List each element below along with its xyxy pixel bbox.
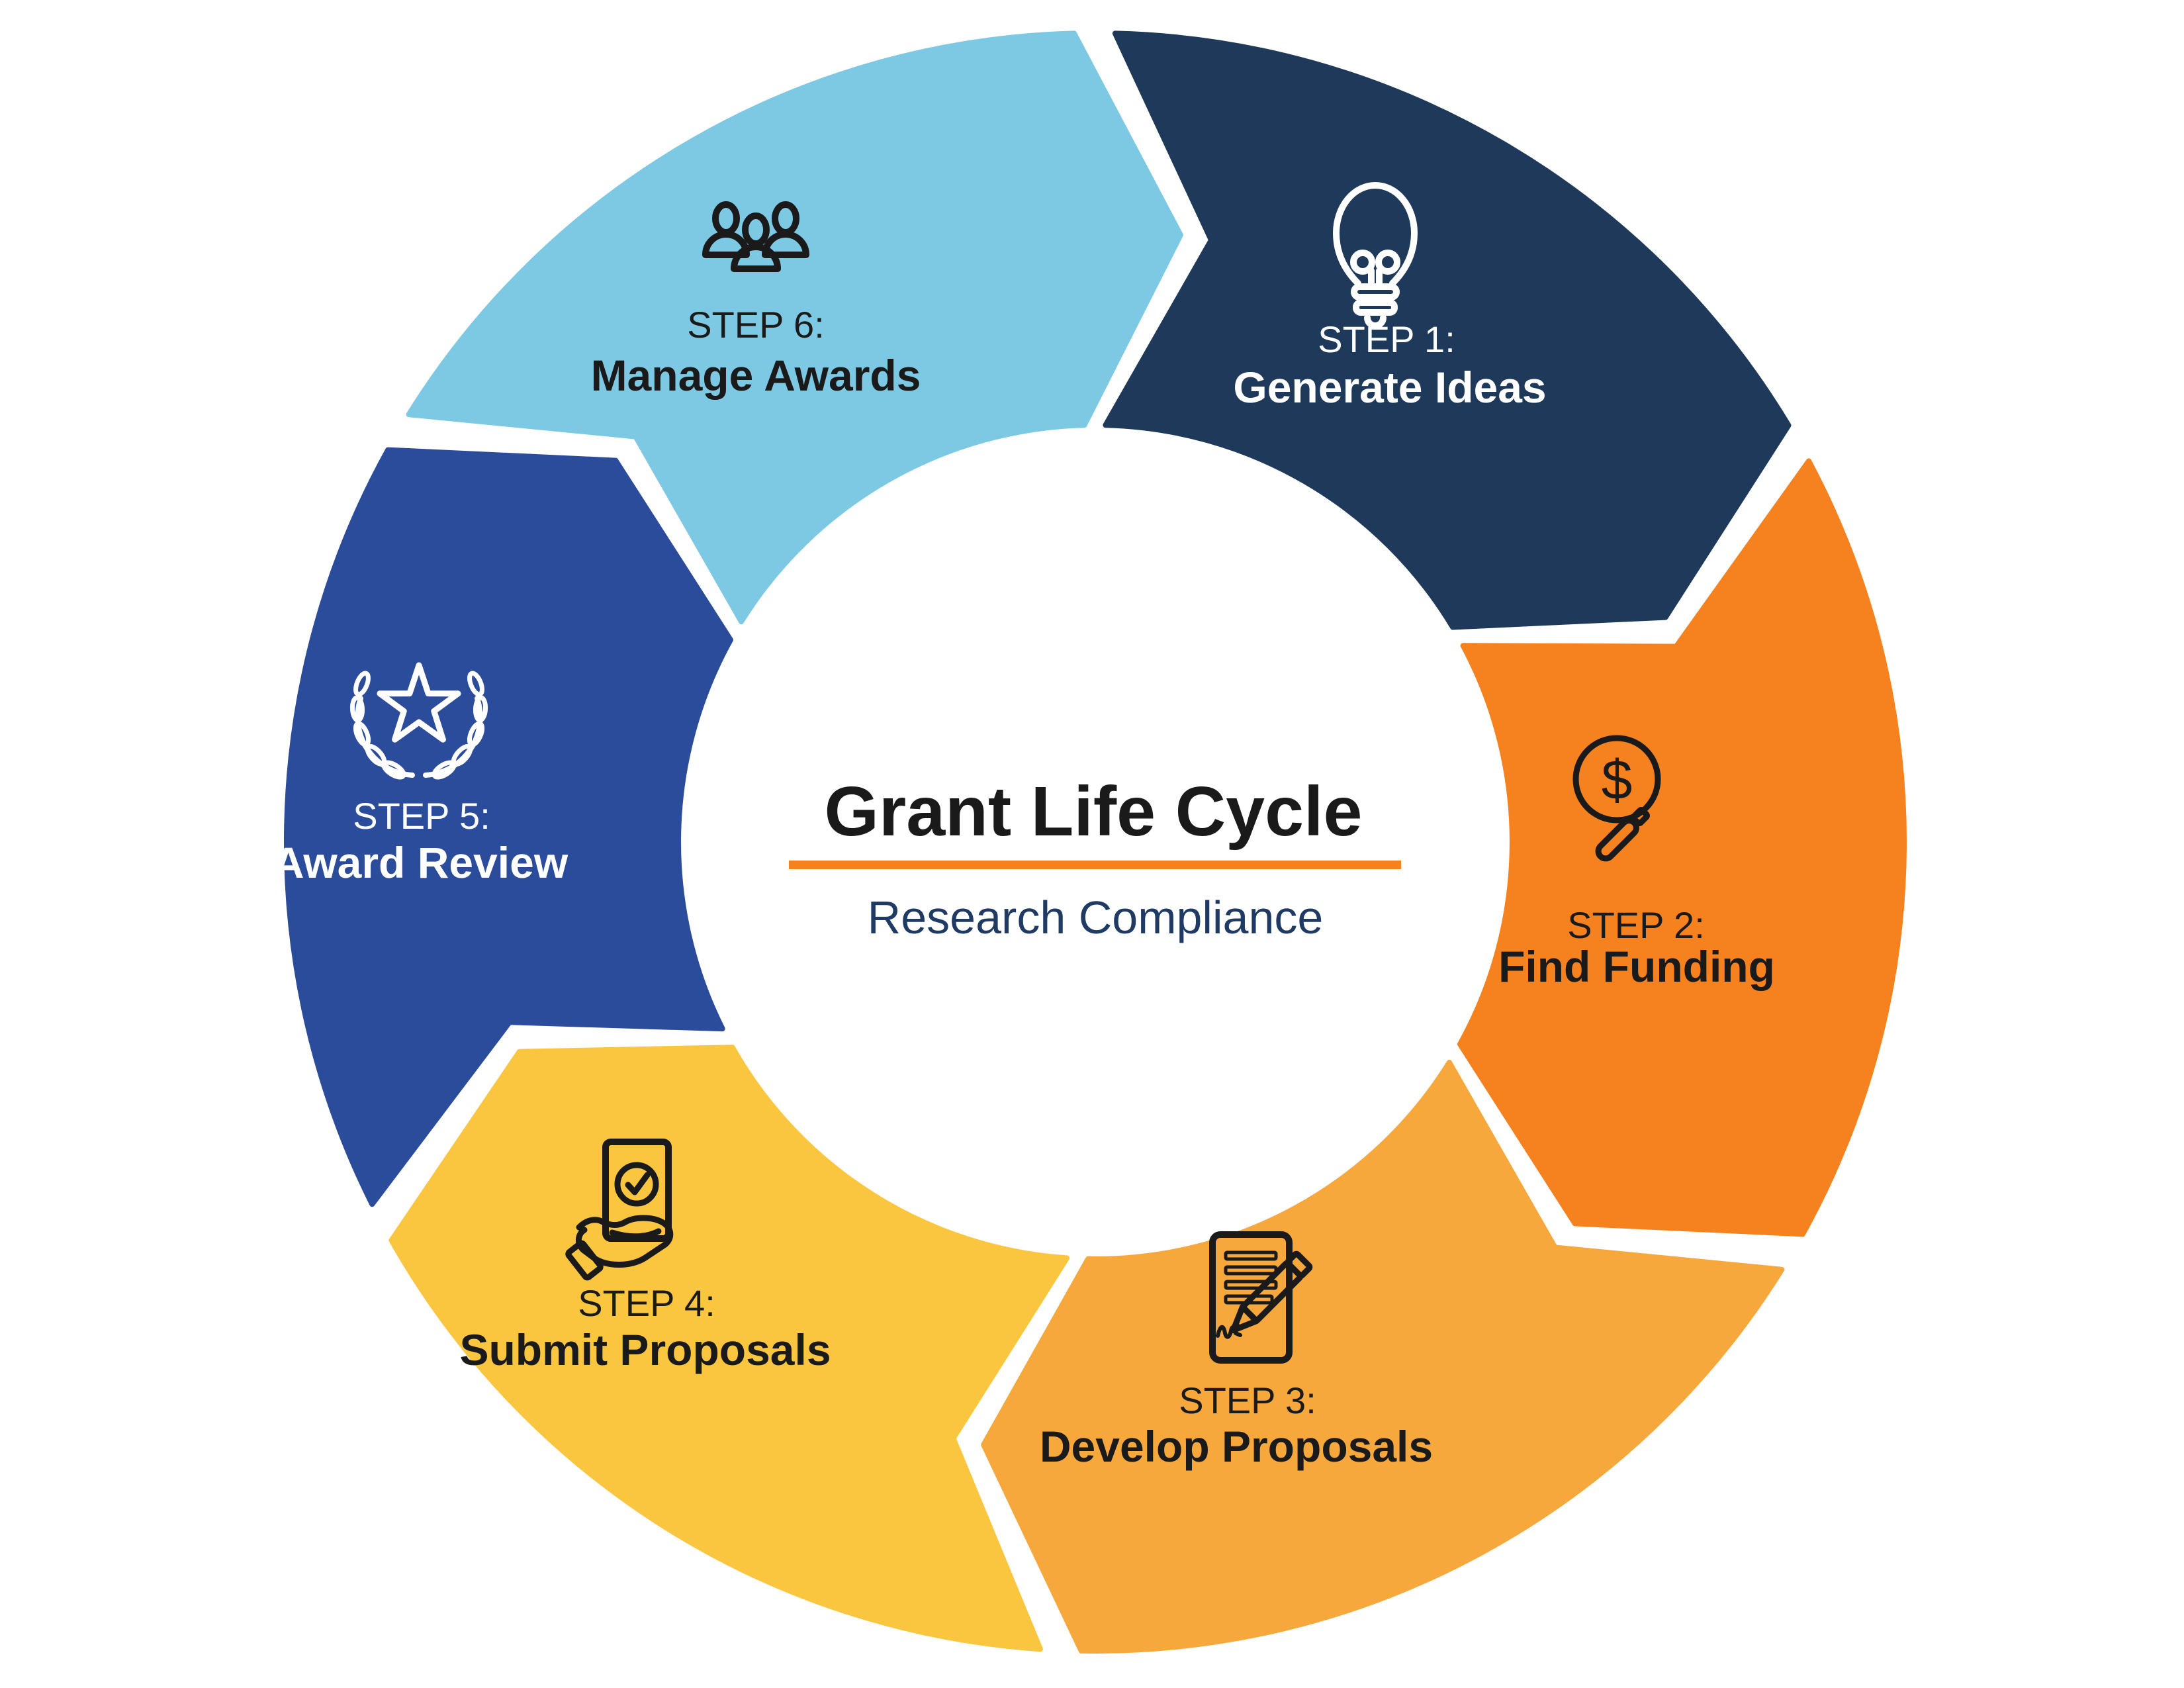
segment-step-2 <box>1457 458 1907 1237</box>
step-1-name: Generate Ideas <box>1233 363 1546 412</box>
dollar-glyph: $ <box>1602 749 1633 811</box>
team-icon <box>702 201 809 272</box>
segment-step-3 <box>981 1059 1785 1654</box>
step-3-name: Develop Proposals <box>1040 1422 1433 1471</box>
segment-step-1 <box>1103 30 1792 630</box>
segment-labels: STEP 1: Generate Ideas STEP 2: Find Fund… <box>273 304 1775 1471</box>
lightbulb-icon <box>1333 182 1418 329</box>
award-wreath-icon <box>349 662 488 780</box>
cycle-ring <box>284 30 1907 1654</box>
submit-document-icon <box>565 1139 674 1281</box>
step-2-name: Find Funding <box>1498 942 1775 991</box>
search-dollar-icon: $ <box>1572 735 1661 862</box>
step-1-label: STEP 1: <box>1318 318 1455 360</box>
page-title: Grant Life Cycle <box>825 773 1363 851</box>
center-hub: Grant Life Cycle Research Compliance <box>789 773 1401 943</box>
step-6-name: Manage Awards <box>591 351 921 400</box>
segment-step-4 <box>388 1045 1070 1652</box>
segment-step-5 <box>284 447 733 1207</box>
title-divider <box>789 861 1401 869</box>
segment-step-6 <box>406 30 1183 625</box>
step-5-label: STEP 5: <box>353 795 490 837</box>
page-subtitle: Research Compliance <box>868 892 1324 943</box>
step-4-label: STEP 4: <box>578 1282 715 1324</box>
step-6-label: STEP 6: <box>687 304 825 346</box>
step-5-name: Award Review <box>273 838 569 887</box>
document-pencil-icon <box>1209 1231 1313 1364</box>
step-3-label: STEP 3: <box>1179 1380 1316 1421</box>
step-2-label: STEP 2: <box>1567 904 1705 946</box>
step-4-name: Submit Proposals <box>459 1325 831 1374</box>
